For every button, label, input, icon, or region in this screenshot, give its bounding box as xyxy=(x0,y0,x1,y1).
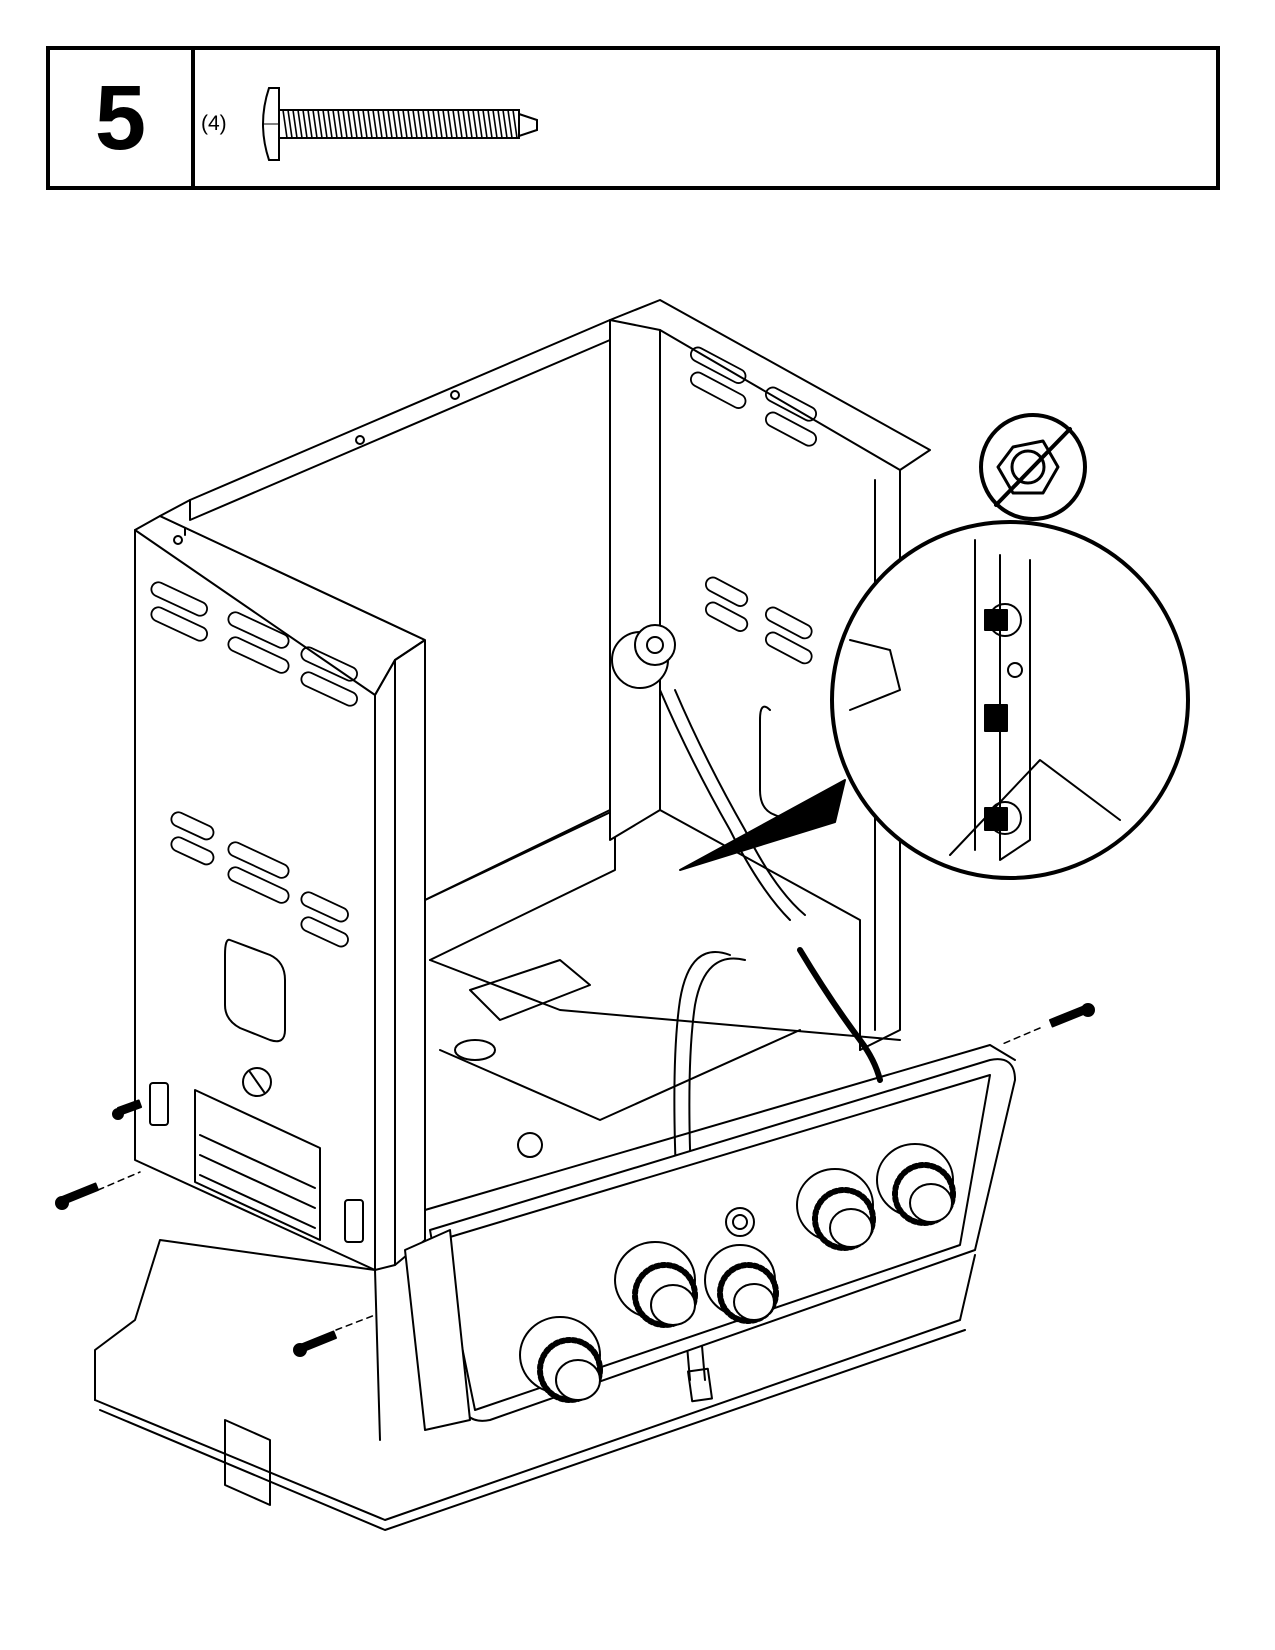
step-number-cell: 5 xyxy=(50,50,195,186)
screw-right xyxy=(1049,1003,1095,1028)
knob-3 xyxy=(704,1244,779,1324)
no-nut-symbol xyxy=(979,413,1087,521)
step-header: 5 (4) xyxy=(46,46,1220,190)
step-number: 5 xyxy=(94,67,147,169)
knob-4 xyxy=(796,1168,876,1251)
screw-guide-lines xyxy=(97,1027,1041,1331)
install-screws xyxy=(55,1003,1095,1357)
knob-2 xyxy=(614,1241,698,1328)
screw-bottom xyxy=(293,1330,338,1357)
screw-icon xyxy=(262,87,538,161)
part-quantity: (4) xyxy=(201,112,227,135)
screw-left-lower xyxy=(55,1182,100,1210)
detail-screw-middle xyxy=(984,704,1008,732)
detail-screw-top xyxy=(984,603,1022,637)
right-side-panel xyxy=(609,299,931,1051)
left-side-panel xyxy=(134,509,426,1271)
screw-left-upper xyxy=(112,1099,143,1120)
igniter-button xyxy=(725,1207,755,1237)
detail-screw-bottom xyxy=(984,801,1022,835)
knob-1 xyxy=(519,1316,603,1403)
parts-cell: (4) xyxy=(195,50,1216,186)
gas-regulator-hose xyxy=(611,624,883,1403)
knob-5 xyxy=(876,1143,956,1226)
control-knobs xyxy=(519,1143,956,1403)
base-tray xyxy=(429,959,901,1158)
detail-callout xyxy=(679,520,1190,880)
